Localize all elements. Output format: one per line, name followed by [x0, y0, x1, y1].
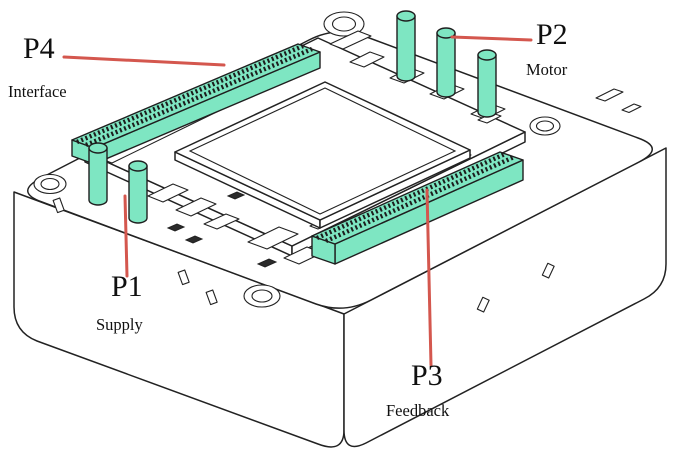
component — [329, 30, 372, 50]
motor-post — [477, 54, 497, 118]
central-module — [174, 81, 471, 229]
side-cutout — [541, 262, 555, 279]
posts-p1 — [88, 142, 148, 224]
base-right-face — [343, 147, 667, 448]
mounting-holes — [33, 11, 561, 308]
component — [147, 183, 189, 203]
callout-p4-label: Interface — [8, 82, 67, 101]
component-chip — [184, 235, 204, 244]
leader-line-p2 — [450, 35, 533, 42]
supply-post-top — [88, 142, 108, 154]
posts-p2 — [396, 10, 497, 118]
component — [203, 213, 240, 230]
callout-p2-id: P2 — [536, 18, 568, 51]
motor-post-top — [477, 49, 497, 61]
component-chip — [226, 191, 246, 200]
side-cutout — [52, 197, 65, 214]
connector-p3-pins — [316, 151, 506, 241]
side-cutouts — [52, 197, 555, 313]
component-chip — [256, 258, 278, 268]
callout-p1-id: P1 — [111, 270, 143, 303]
side-cutout — [205, 289, 218, 306]
component — [175, 197, 217, 217]
motor-post — [436, 32, 456, 98]
component — [595, 88, 624, 102]
mounting-hole — [331, 16, 357, 32]
supply-post — [88, 147, 108, 206]
terminal-block — [349, 51, 385, 68]
callout-p1-label: Supply — [96, 315, 143, 334]
supply-post-top — [128, 160, 148, 172]
leader-line-p3 — [425, 188, 433, 367]
component-chip — [166, 223, 186, 232]
callout-p2-label: Motor — [526, 60, 568, 79]
mounting-hole — [251, 289, 273, 303]
motor-post — [396, 15, 416, 82]
component — [247, 226, 299, 250]
callout-p4-id: P4 — [23, 32, 55, 65]
supply-post — [128, 165, 148, 224]
callout-p3-id: P3 — [411, 359, 443, 392]
module-top — [174, 81, 471, 221]
motor-post-top — [436, 27, 456, 39]
side-cutout — [476, 296, 490, 313]
leader-lines — [62, 35, 533, 367]
side-cutout — [177, 269, 190, 286]
mounting-hole — [535, 120, 555, 132]
module-inner-line — [188, 87, 457, 215]
callout-p3-label: Feedback — [386, 401, 450, 420]
motor-post-top — [396, 10, 416, 22]
mounting-hole — [40, 177, 60, 191]
leader-line-p4 — [62, 55, 226, 67]
connector-p3-pins — [325, 154, 515, 244]
component — [621, 103, 642, 114]
leader-line-p1 — [123, 194, 129, 278]
